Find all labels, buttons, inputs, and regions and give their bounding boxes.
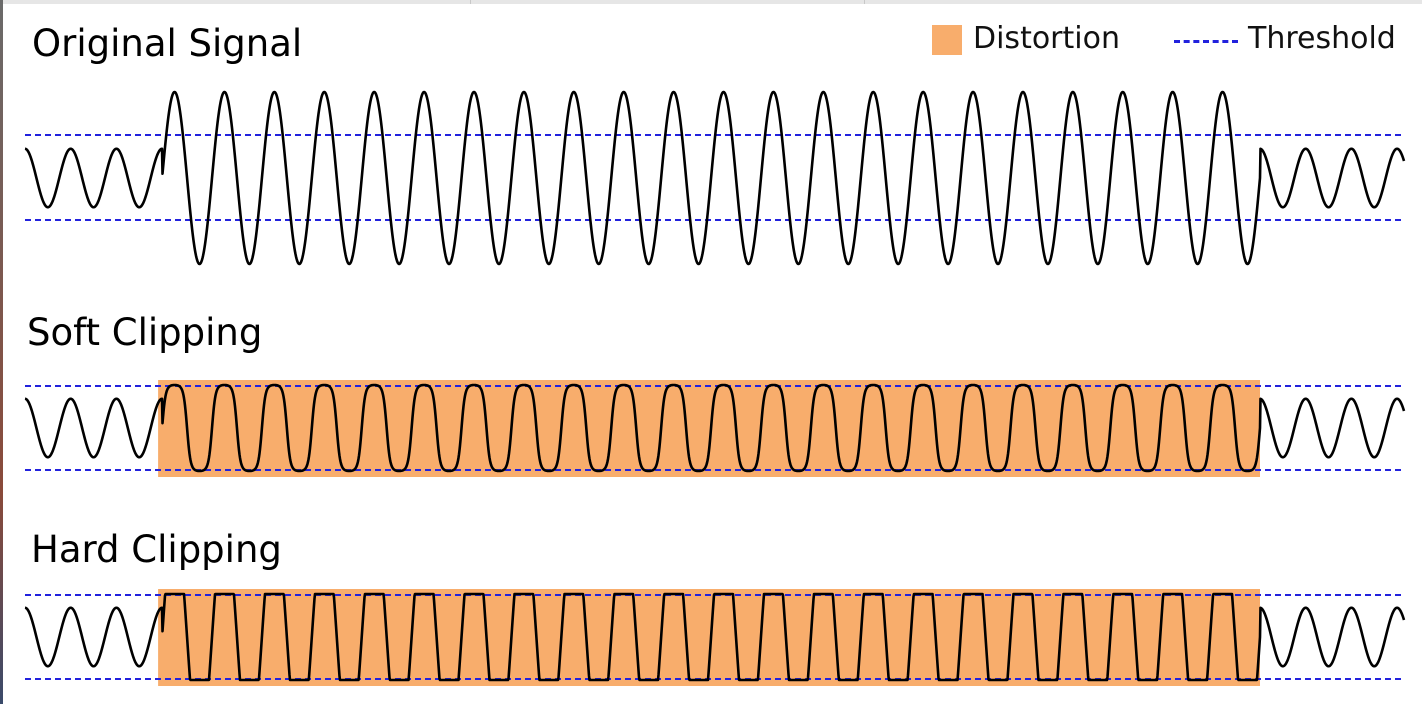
waveform-soft <box>24 383 1406 473</box>
panel-title-original: Original Signal <box>32 22 303 65</box>
legend-distortion-swatch <box>932 25 962 55</box>
legend-threshold-line <box>1174 40 1238 43</box>
legend-distortion-label: Distortion <box>973 21 1120 56</box>
panel-title-hard: Hard Clipping <box>31 528 282 571</box>
window-left-edge <box>0 0 3 704</box>
panel-title-soft: Soft Clipping <box>27 311 263 354</box>
waveform-original <box>24 90 1406 266</box>
waveform-hard <box>24 592 1406 682</box>
legend-threshold-label: Threshold <box>1248 21 1396 56</box>
window-top-edge <box>0 0 1422 4</box>
distortion-region-soft <box>158 380 1261 477</box>
